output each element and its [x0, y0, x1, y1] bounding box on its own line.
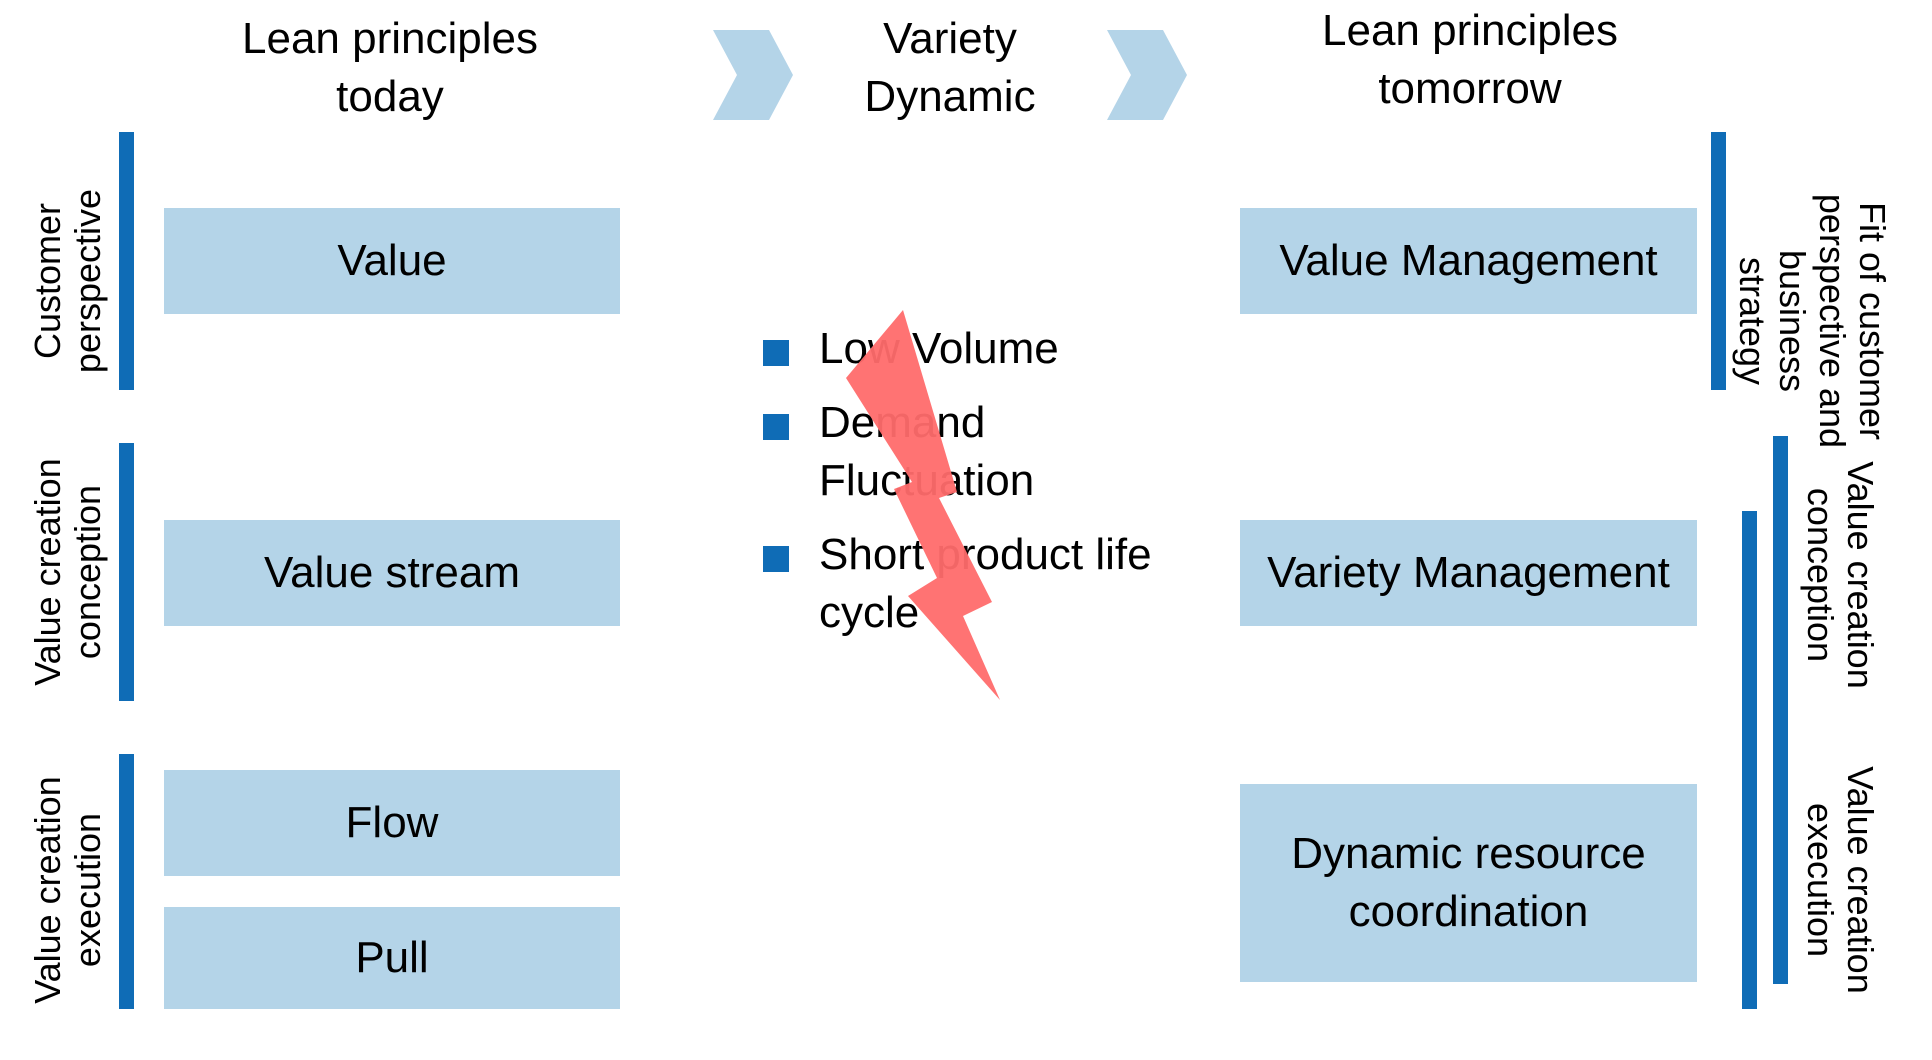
box-pull: Pull — [164, 907, 620, 1009]
bullet-list: Low Volume Demand Fluctuation Short prod… — [763, 320, 1203, 658]
header-lean-tomorrow: Lean principles tomorrow — [1322, 6, 1618, 113]
bullet-square-icon — [763, 546, 789, 572]
chevron-arrow-1 — [713, 30, 793, 120]
left-bar-conception — [119, 443, 134, 701]
box-flow: Flow — [164, 770, 620, 876]
bullet-item: Low Volume — [763, 320, 1203, 378]
bullet-square-icon — [763, 340, 789, 366]
box-value-stream: Value stream — [164, 520, 620, 626]
bullet-item: Demand Fluctuation — [763, 394, 1203, 510]
left-bar-execution — [119, 754, 134, 1009]
label-customer-perspective: Customer perspective — [27, 188, 108, 374]
right-bar-conception — [1742, 511, 1757, 1009]
right-bar-conception-execution — [1773, 436, 1788, 984]
label-value-creation-conception-right: Value creation conception — [1800, 461, 1881, 689]
left-bar-customer — [119, 132, 134, 390]
header-lean-today: Lean principles today — [242, 14, 538, 121]
box-value-management: Value Management — [1240, 208, 1697, 314]
box-value: Value — [164, 208, 620, 314]
bullet-item: Short product life cycle — [763, 526, 1203, 642]
right-bar-fit — [1711, 132, 1726, 390]
label-value-creation-execution-right: Value creation execution — [1800, 766, 1881, 994]
label-fit-customer-business: Fit of customer perspective and business… — [1732, 193, 1893, 449]
box-dynamic-resource-coordination: Dynamic resource coordination — [1240, 784, 1697, 982]
chevron-arrow-2 — [1107, 30, 1187, 120]
box-variety-management: Variety Management — [1240, 520, 1697, 626]
label-value-creation-execution-left: Value creation execution — [27, 776, 108, 1004]
header-variety-dynamic: Variety Dynamic — [864, 14, 1036, 121]
bullet-square-icon — [763, 414, 789, 440]
label-value-creation-conception-left: Value creation conception — [27, 458, 108, 686]
